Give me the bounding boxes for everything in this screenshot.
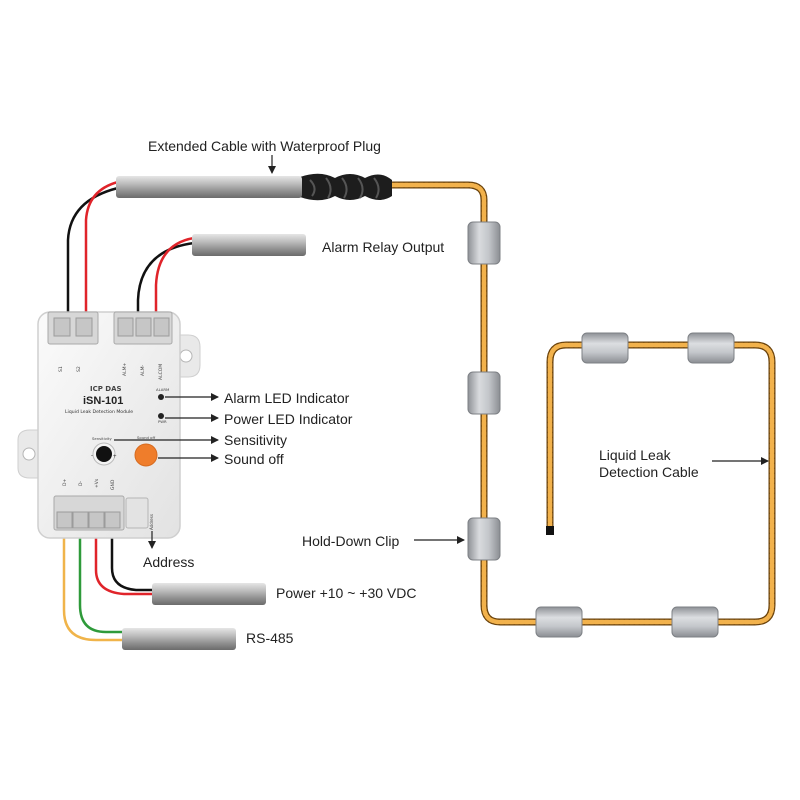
rs485-cable-tube	[122, 628, 236, 650]
svg-text:+: +	[113, 454, 117, 460]
wire-black-power	[110, 515, 152, 592]
hold-down-clip-6	[581, 332, 629, 364]
label-hold-down-clip: Hold-Down Clip	[302, 533, 400, 549]
label-extended-cable: Extended Cable with Waterproof Plug	[148, 138, 381, 154]
model-name: iSN-101	[83, 395, 123, 407]
pin-label-s2: S2	[76, 366, 82, 372]
label-leak-cable-line2: Detection Cable	[599, 464, 699, 480]
hold-down-clip-5	[671, 606, 719, 638]
pin-label-alm-plus: ALM+	[122, 363, 128, 376]
pin-label-vs: +Vs	[94, 478, 100, 488]
address-switch	[125, 497, 149, 529]
wires	[62, 180, 195, 642]
power-cable-tube	[152, 583, 266, 605]
svg-text:-: -	[91, 453, 93, 459]
cable-end-plug	[546, 526, 554, 535]
label-leak-cable-line1: Liquid Leak	[599, 447, 671, 463]
sensitivity-knob	[96, 446, 112, 462]
label-power: Power +10 ~ +30 VDC	[276, 585, 417, 601]
pin-label-alcom: ALCOM	[158, 364, 164, 380]
label-sensitivity: Sensitivity	[224, 432, 288, 448]
hold-down-clip-3	[467, 517, 501, 561]
brand-logo: ICP DAS	[90, 385, 122, 393]
pin-label-d-plus: D+	[62, 479, 68, 486]
pin-label-d-minus: D-	[78, 481, 84, 486]
label-power-led: Power LED Indicator	[224, 411, 353, 427]
power-led	[158, 413, 164, 419]
wire-green-rs485	[78, 515, 122, 634]
waterproof-plug	[300, 173, 392, 201]
wire-black-s1	[66, 186, 119, 322]
label-address: Address	[143, 554, 195, 570]
sound-off-button	[134, 443, 158, 467]
pin-label-alm-minus: ALM-	[140, 365, 146, 376]
pin-label-s1: S1	[58, 366, 64, 372]
wire-red-power	[94, 515, 152, 596]
pin-label-gnd: GND	[110, 479, 116, 490]
callout-arrows	[114, 155, 769, 549]
hold-down-clip-7	[687, 332, 735, 364]
sound-off-tag: Sound off	[137, 435, 155, 440]
wire-black-relay	[136, 241, 195, 322]
label-rs485: RS-485	[246, 630, 294, 646]
alarm-relay-tube	[192, 234, 306, 256]
label-alarm-led: Alarm LED Indicator	[224, 390, 350, 406]
hold-down-clip-4	[535, 606, 583, 638]
address-tag: Address	[149, 514, 154, 530]
hold-down-clip-1	[467, 221, 501, 265]
label-leak-cable: Liquid Leak Detection Cable	[599, 447, 699, 481]
hold-down-clip-2	[467, 371, 501, 415]
sensitivity-tag: Sensitivity	[92, 436, 113, 441]
alarm-led	[158, 394, 164, 400]
alarm-led-tag: ALARM	[156, 387, 169, 392]
extended-cable-tube	[116, 176, 302, 198]
wire-red-s2	[84, 180, 119, 322]
label-alarm-relay-output: Alarm Relay Output	[322, 239, 445, 255]
module-subtitle: Liquid Leak Detection Module	[65, 409, 133, 415]
isn-101-module: S1 S2 ALM+ ALM- ALCOM ICP DAS iSN-101 Li…	[17, 311, 201, 539]
pwr-led-tag: PWR	[158, 419, 167, 424]
module-body	[37, 311, 181, 539]
wire-red-relay	[154, 236, 195, 322]
leak-cable-path	[386, 181, 776, 626]
leak-detection-cable	[386, 181, 776, 626]
label-sound-off: Sound off	[224, 451, 284, 467]
wire-yellow-rs485	[62, 515, 122, 642]
